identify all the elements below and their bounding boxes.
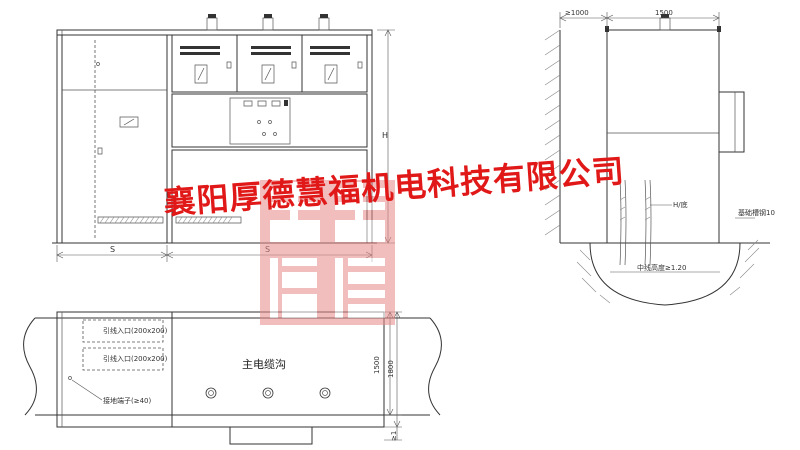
dim-1500-label: 1500 xyxy=(373,356,381,374)
cable-entry-box-2 xyxy=(83,348,163,370)
wall-hatch xyxy=(545,30,560,243)
right-bottom-terminals xyxy=(176,217,241,223)
left-screw xyxy=(97,63,100,66)
cable-hole-2 xyxy=(263,388,273,398)
cable-entry-box-1 xyxy=(83,320,163,342)
left-section xyxy=(62,35,167,243)
plan-cabinet xyxy=(57,312,384,427)
side-bushing-right xyxy=(717,26,721,32)
side-elevation-view: ≥1000 1500 H/底 基础槽钢10 中线高度≥1.20 xyxy=(545,9,775,305)
side-cabinet xyxy=(607,30,719,243)
left-nameplate xyxy=(120,117,138,127)
dim-bottom-label: ≥1 xyxy=(390,431,398,441)
meter-compartments xyxy=(172,35,367,92)
lower-compartment xyxy=(172,150,367,243)
left-latch xyxy=(98,148,102,154)
cable-trench xyxy=(560,240,770,305)
side-top-insulator xyxy=(660,18,670,30)
dim-1800-label: 1800 xyxy=(387,360,395,378)
ground-label-1: H/底 xyxy=(673,200,688,209)
ground-terminal-label: 接地端子(≥40) xyxy=(103,396,152,405)
plan-bottom-protrusion xyxy=(230,427,312,444)
left-break-line xyxy=(24,318,37,415)
top-insulators xyxy=(207,14,329,30)
control-panel xyxy=(172,94,367,147)
main-trench-label: 主电缆沟 xyxy=(242,358,286,371)
ground-terminal-dot xyxy=(69,377,72,380)
cabinet-outline xyxy=(57,30,372,243)
ground-label-2: 基础槽钢10 xyxy=(738,208,775,217)
ground-label-3: 中线高度≥1.20 xyxy=(637,263,686,272)
side-bushing-left xyxy=(605,26,609,32)
dim-h-label: H xyxy=(382,131,388,140)
dimension-s xyxy=(57,245,372,262)
cable-hole-3 xyxy=(320,388,330,398)
front-elevation-view: H S S xyxy=(52,14,395,262)
compartment-3 xyxy=(310,46,362,83)
dim-s1-label: S xyxy=(110,245,115,254)
cable-entry-label-1: 引线入口(200x200) xyxy=(103,326,168,335)
left-bottom-terminals xyxy=(98,217,163,223)
dim-s2-label: S xyxy=(265,245,270,254)
dim-side-depth: 1500 xyxy=(655,9,673,17)
cable-entry-label-2: 引线入口(200x200) xyxy=(103,354,168,363)
plan-view: 引线入口(200x200) 引线入口(200x200) 接地端子(≥40) 主电… xyxy=(24,312,442,444)
cable-hole-1 xyxy=(206,388,216,398)
left-nameplate-mark xyxy=(124,119,134,125)
side-top-dims xyxy=(560,12,719,28)
side-handle xyxy=(719,92,744,152)
compartment-2 xyxy=(251,46,296,83)
dim-wall-gap: ≥1000 xyxy=(565,9,589,17)
right-break-line xyxy=(429,318,442,415)
compartment-1 xyxy=(180,46,231,83)
control-panel-inner xyxy=(230,98,290,144)
indicator-lamps xyxy=(244,100,288,136)
cables xyxy=(620,180,651,265)
